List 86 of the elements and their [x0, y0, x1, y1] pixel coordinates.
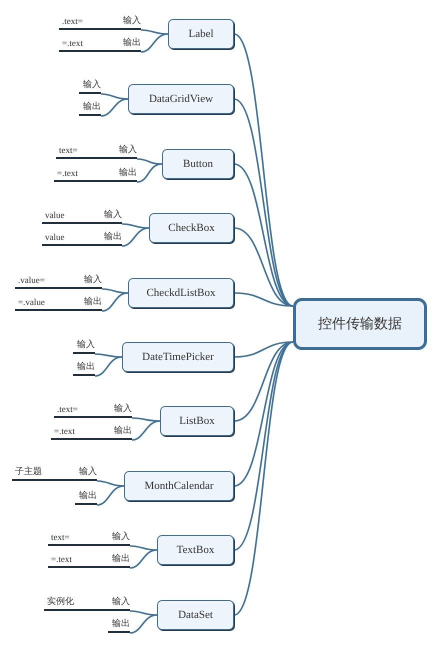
connector — [136, 158, 162, 165]
branch-label: 输出 — [108, 553, 130, 568]
branch-label: =.text — [59, 37, 113, 52]
connector — [113, 28, 119, 30]
branch-label: text= — [48, 531, 102, 546]
connector — [102, 288, 128, 294]
connector — [74, 309, 80, 311]
topic-box: DataSet — [157, 600, 234, 630]
branch-label: =.value — [15, 296, 74, 311]
branch-label: 输出 — [115, 167, 137, 182]
branch-label: =.text — [51, 425, 104, 440]
connector — [94, 353, 122, 358]
connector — [94, 356, 122, 377]
branch-label: .text= — [54, 403, 104, 418]
topic-box: ListBox — [160, 406, 234, 436]
connector — [100, 93, 128, 100]
connector — [130, 610, 158, 616]
branch-label: 输出 — [108, 618, 130, 633]
connector — [234, 163, 294, 307]
branch-label: 输入 — [80, 274, 102, 289]
branch-label: value — [42, 209, 94, 224]
branch-label: 输入 — [108, 531, 130, 546]
connector — [130, 549, 158, 569]
topic-box: Button — [162, 149, 234, 179]
branch-label: 输入 — [115, 144, 137, 159]
branch-label: 输入 — [79, 79, 101, 94]
connector — [94, 244, 100, 246]
branch-label: value — [42, 231, 94, 246]
connector — [140, 29, 168, 35]
branch-label: 子主题 — [12, 466, 69, 481]
branch-label: 输入 — [119, 15, 141, 30]
connector — [122, 223, 150, 229]
connector — [136, 163, 162, 183]
branch-label: 输入 — [100, 209, 122, 224]
connector — [102, 609, 108, 611]
branch-label: 输入 — [108, 596, 130, 611]
branch-label: .text= — [59, 15, 113, 30]
branch-label: =.text — [54, 167, 109, 182]
branch-label: 实例化 — [44, 596, 102, 611]
topic-box: CheckBox — [149, 213, 234, 243]
connector — [234, 98, 294, 307]
branch-label: 输入 — [110, 403, 132, 418]
branch-label: .value= — [15, 274, 74, 289]
branch-label: 输出 — [75, 490, 97, 505]
connector — [234, 292, 294, 307]
connector — [104, 438, 110, 440]
connector — [234, 341, 294, 487]
branch-label: 输出 — [80, 296, 102, 311]
connector — [109, 157, 115, 159]
branch-label: text= — [56, 144, 109, 159]
branch-label: 输入 — [75, 466, 97, 481]
connector — [96, 485, 124, 506]
connector — [234, 341, 294, 358]
connector — [69, 479, 75, 481]
connector — [102, 544, 108, 546]
branch-label: 输出 — [79, 101, 101, 116]
branch-label: 输出 — [110, 425, 132, 440]
branch-label: 输出 — [100, 231, 122, 246]
connector — [234, 341, 294, 616]
branch-label: 输出 — [73, 361, 95, 376]
branch-label: =.text — [48, 553, 102, 568]
connector — [132, 417, 160, 422]
connector — [122, 227, 150, 247]
topic-box: CheckdListBox — [128, 278, 234, 308]
topic-box: TextBox — [157, 535, 234, 565]
connector — [100, 98, 128, 117]
central-topic-box: 控件传输数据 — [293, 298, 427, 350]
connector — [234, 33, 294, 307]
connector — [132, 420, 160, 441]
connector — [102, 566, 108, 568]
connector — [130, 614, 158, 634]
connector — [96, 480, 124, 487]
connector — [94, 222, 100, 224]
connector — [140, 33, 168, 53]
branch-label: 输入 — [73, 339, 95, 354]
topic-box: DataGridView — [128, 84, 234, 114]
connector — [74, 287, 80, 289]
connector — [113, 50, 119, 52]
connector — [102, 292, 128, 312]
topic-box: DateTimePicker — [122, 342, 234, 372]
branch-label: 输出 — [119, 37, 141, 52]
topic-box: Label — [168, 19, 234, 49]
connector — [109, 180, 115, 182]
topic-box: MonthCalendar — [124, 471, 234, 501]
connector — [130, 545, 158, 551]
connector — [104, 416, 110, 418]
